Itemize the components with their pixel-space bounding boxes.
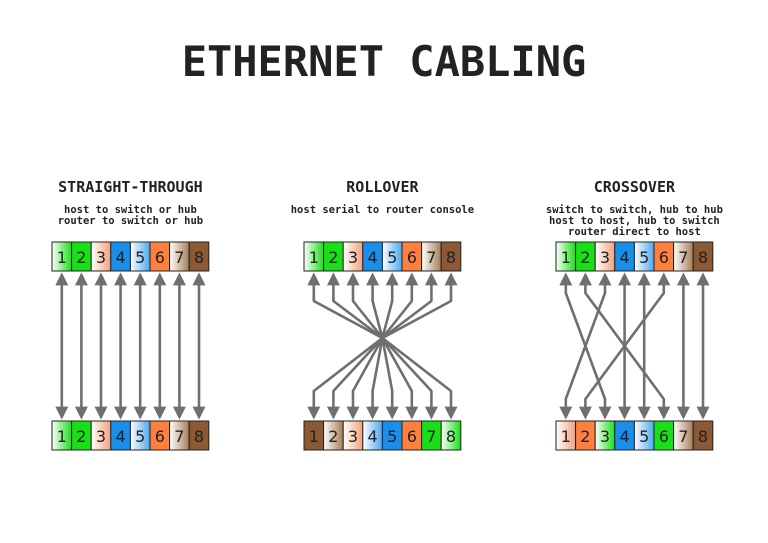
wire-7-to-2 xyxy=(326,272,438,420)
bottom-pin-number: 6 xyxy=(659,427,669,446)
bottom-pin-number: 2 xyxy=(580,427,590,446)
bottom-pin-number: 8 xyxy=(446,427,456,446)
panel-subtitle-line: router direct to host xyxy=(568,226,701,238)
bottom-pin-number: 7 xyxy=(426,427,436,446)
wires xyxy=(559,272,710,420)
wires xyxy=(307,272,458,420)
top-pin-8 xyxy=(440,241,462,272)
bottom-pin-number: 1 xyxy=(309,427,319,446)
top-pin-number: 2 xyxy=(328,248,338,267)
bottom-pin-number: 6 xyxy=(155,427,165,446)
wire-8-to-1 xyxy=(307,272,458,420)
panel-title: CROSSOVER xyxy=(594,178,676,196)
bottom-pin-number: 8 xyxy=(194,427,204,446)
top-pin-number: 7 xyxy=(678,248,688,267)
panel-straight-through: STRAIGHT-THROUGH host to switch or hubrou… xyxy=(51,178,210,451)
top-pin-number: 1 xyxy=(57,248,67,267)
top-pin-number: 8 xyxy=(446,248,456,267)
bottom-pin-number: 4 xyxy=(620,427,630,446)
top-pin-number: 2 xyxy=(76,248,86,267)
wire-2-to-7 xyxy=(326,272,438,420)
top-pin-number: 5 xyxy=(639,248,649,267)
bottom-pin-number: 7 xyxy=(174,427,184,446)
top-pin-number: 4 xyxy=(620,248,630,267)
bottom-pin-number: 6 xyxy=(407,427,417,446)
bottom-pin-number: 8 xyxy=(698,427,708,446)
top-pin-number: 5 xyxy=(135,248,145,267)
top-pin-number: 6 xyxy=(407,248,417,267)
top-pin-number: 7 xyxy=(426,248,436,267)
top-pin-number: 8 xyxy=(194,248,204,267)
bottom-pin-number: 3 xyxy=(600,427,610,446)
wire-3-to-1 xyxy=(559,272,612,420)
bottom-pin-number: 7 xyxy=(678,427,688,446)
panel-subtitle-line: host serial to router console xyxy=(291,204,474,216)
wire-3-to-6 xyxy=(346,272,419,420)
bottom-pin-number: 2 xyxy=(76,427,86,446)
bottom-pin-number: 2 xyxy=(328,427,338,446)
panel-subtitle-line: router to switch or hub xyxy=(58,215,203,227)
top-pin-number: 3 xyxy=(96,248,106,267)
bottom-pin-8 xyxy=(188,420,210,451)
wire-6-to-3 xyxy=(346,272,419,420)
bottom-pin-number: 5 xyxy=(639,427,649,446)
top-pin-number: 3 xyxy=(600,248,610,267)
bottom-pin-number: 5 xyxy=(387,427,397,446)
bottom-pin-number: 1 xyxy=(57,427,67,446)
bottom-pin-8 xyxy=(440,420,462,451)
wires xyxy=(55,272,206,420)
bottom-pin-number: 4 xyxy=(116,427,126,446)
panel-subtitle-line: host to host, hub to switch xyxy=(549,215,720,227)
top-pin-8 xyxy=(188,241,210,272)
bottom-pin-number: 4 xyxy=(368,427,378,446)
top-pin-8 xyxy=(692,241,714,272)
top-pin-number: 7 xyxy=(174,248,184,267)
panel-title: ROLLOVER xyxy=(346,178,419,196)
bottom-pin-number: 3 xyxy=(96,427,106,446)
top-pin-number: 1 xyxy=(561,248,571,267)
wire-6-to-2 xyxy=(578,272,671,420)
bottom-pin-number: 5 xyxy=(135,427,145,446)
top-pin-number: 4 xyxy=(116,248,126,267)
bottom-pin-number: 3 xyxy=(348,427,358,446)
top-pin-number: 6 xyxy=(659,248,669,267)
top-pin-number: 2 xyxy=(580,248,590,267)
panel-subtitle-line: host to switch or hub xyxy=(64,204,197,216)
top-pin-number: 8 xyxy=(698,248,708,267)
top-pin-number: 3 xyxy=(348,248,358,267)
panel-crossover: CROSSOVER switch to switch, hub to hubhos… xyxy=(546,178,723,451)
top-pin-number: 5 xyxy=(387,248,397,267)
bottom-pin-number: 1 xyxy=(561,427,571,446)
bottom-pin-8 xyxy=(692,420,714,451)
panel-title: STRAIGHT-THROUGH xyxy=(58,178,203,196)
top-pin-number: 1 xyxy=(309,248,319,267)
top-pin-number: 6 xyxy=(155,248,165,267)
page-title: ETHERNET CABLING xyxy=(182,37,587,86)
panel-subtitle-line: switch to switch, hub to hub xyxy=(546,204,723,216)
top-pin-number: 4 xyxy=(368,248,378,267)
